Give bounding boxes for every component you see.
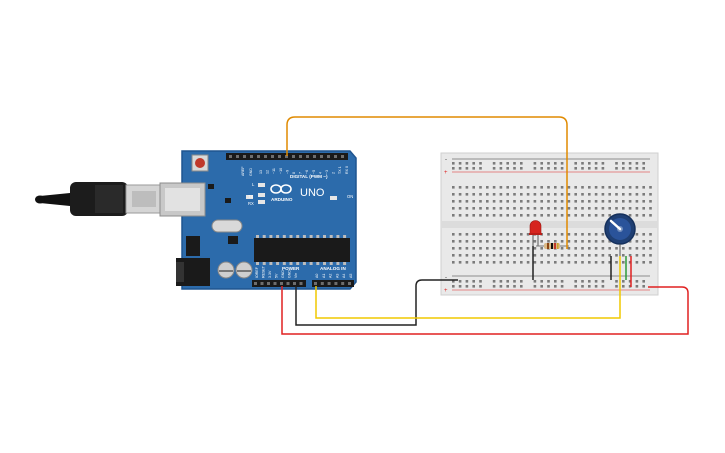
pin-label: A1	[322, 274, 326, 278]
red-5v-wire[interactable]	[281, 286, 689, 335]
potentiometer[interactable]	[604, 213, 636, 245]
breadboard-center-channel	[441, 221, 658, 228]
wires	[281, 116, 689, 335]
pin-label: A3	[335, 274, 339, 278]
pin-label: 3.3V	[268, 270, 272, 278]
pin-label: GND	[288, 270, 292, 278]
analog-header	[312, 280, 354, 287]
yellow-analog-wire[interactable]	[315, 256, 621, 319]
red-led[interactable]	[529, 220, 542, 246]
pin-label: 12	[266, 170, 270, 174]
l-label: L	[252, 182, 255, 187]
on-label: ON	[347, 194, 353, 199]
pin-label: Vin	[294, 273, 298, 278]
pin-label: IOREF	[255, 266, 259, 278]
pin-label: 8	[292, 172, 296, 174]
digital-pin-holes	[229, 155, 344, 158]
power-label: POWER	[282, 266, 300, 271]
pin-label: ~3	[325, 170, 329, 174]
usb-cable[interactable]	[35, 182, 163, 216]
pin-label: 13	[259, 170, 263, 174]
pin-label: ~6	[305, 170, 309, 174]
capacitor-1	[217, 261, 235, 279]
pin-label: ~10	[279, 168, 283, 174]
reset-button[interactable]	[191, 154, 209, 172]
arduino-brand-label: ARDUINO	[271, 197, 293, 202]
pin-label: A5	[349, 274, 353, 278]
power-header	[252, 280, 306, 287]
crystal-oscillator	[211, 219, 243, 233]
pin-label: A4	[342, 274, 346, 278]
orange-signal-wire[interactable]	[286, 116, 568, 249]
pin-label: RX 0	[345, 166, 349, 174]
pin-label: A0	[315, 274, 319, 278]
pin-label: 7	[299, 172, 303, 174]
chip-pins	[256, 235, 347, 265]
pin-label: 4	[318, 172, 322, 174]
voltage-regulator	[186, 236, 200, 256]
black-gnd-wire[interactable]	[295, 279, 458, 326]
pin-label: ~5	[312, 170, 316, 174]
arduino-logo: ARDUINO	[270, 184, 293, 202]
rail-minus-bottom: -	[445, 275, 447, 281]
arduino-uno[interactable]: DIGITAL (PWM ~) UNO ARDUINO ON L TX RX P…	[159, 150, 357, 290]
aref-label: AREF	[241, 166, 245, 176]
gnd-label: GND	[249, 168, 253, 176]
pin-label: ~9	[285, 170, 289, 174]
microcontroller-chip	[254, 238, 350, 262]
pin-label: ~11	[272, 168, 276, 174]
pin-label: TX 1	[338, 166, 342, 174]
pin-label: RESET	[262, 265, 266, 278]
pin-label: 5V	[275, 273, 279, 278]
rail-minus-top: -	[445, 157, 447, 163]
capacitor-2	[235, 261, 253, 279]
pin-label: A2	[329, 274, 333, 278]
analog-in-label: ANALOG IN	[320, 266, 346, 271]
rail-plus-bottom: +	[444, 288, 448, 294]
digital-label: DIGITAL (PWM ~)	[290, 174, 328, 179]
rail-plus-top: +	[444, 170, 448, 176]
uno-label: UNO	[300, 187, 325, 199]
breadboard-holes	[452, 162, 652, 288]
tx-label: TX	[248, 194, 254, 199]
resistor[interactable]	[536, 243, 569, 249]
bottom-pin-holes	[254, 282, 351, 285]
rx-label: RX	[248, 201, 254, 206]
pin-label: 2	[332, 172, 336, 174]
pin-label: GND	[281, 270, 285, 278]
